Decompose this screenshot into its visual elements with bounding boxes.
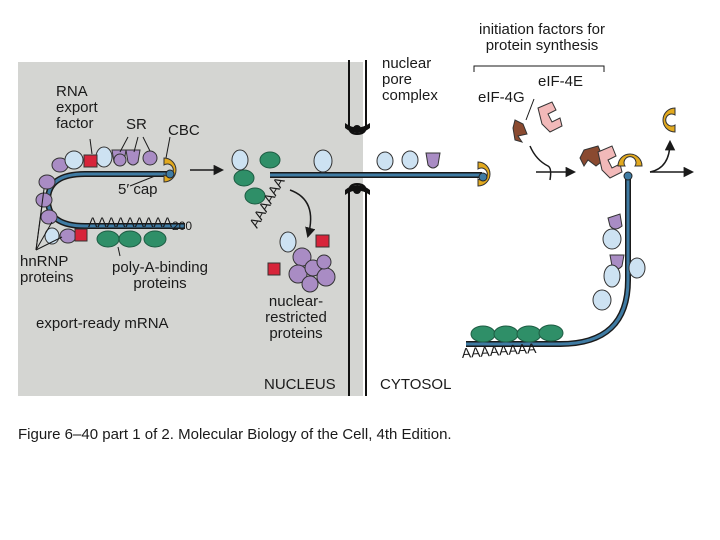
cbc-released <box>662 107 676 133</box>
sr-label: SR <box>126 116 147 133</box>
eif-4e <box>537 101 563 133</box>
poly-a-binding-protein <box>96 230 167 248</box>
eif-4e <box>597 145 623 179</box>
nuclear-pore-complex <box>345 123 370 195</box>
poly-a-binding-protein <box>470 324 564 343</box>
label-leaders <box>35 136 171 257</box>
nuclear-restricted-proteins-label: nuclear- restricted proteins <box>265 293 327 342</box>
poly-a-tail-cytosol: AAAAAAAA <box>461 340 537 361</box>
poly-a-tail-label: AAAAAAAAA200 <box>88 214 193 233</box>
hnrnp-protein <box>607 213 623 230</box>
poly-a-binding-protein <box>233 151 281 205</box>
cytosolic-mrna <box>466 145 646 347</box>
rna-export-factor <box>83 154 98 168</box>
hnrnp-protein <box>425 152 441 169</box>
light-protein <box>231 149 419 173</box>
five-prime-cap <box>478 172 488 182</box>
nuclear-restricted-proteins <box>267 231 336 293</box>
nucleus-label: NUCLEUS <box>264 376 336 393</box>
five-prime-cap-label: 5′ cap <box>118 181 158 198</box>
mrna-in-transit <box>231 149 491 239</box>
hnrnp-protein <box>35 157 77 244</box>
export-ready-mrna <box>35 146 185 248</box>
eif-4g <box>579 145 605 167</box>
initiation-factors-label: initiation factors for protein synthesis <box>479 21 605 54</box>
binding-arrow <box>529 145 552 181</box>
rna-export-factor <box>74 228 88 242</box>
hnrnp-proteins-label: hnRNP proteins <box>20 253 74 286</box>
sr-protein <box>111 149 158 167</box>
five-prime-cap <box>623 171 633 181</box>
nuclear-pore-complex-label: nuclear pore complex <box>382 55 438 104</box>
initiation-factors-bracket <box>473 65 605 72</box>
poly-a-count: 200 <box>172 219 193 233</box>
poly-a-binding-proteins-label: poly-A-binding proteins <box>112 259 208 292</box>
release-arrow <box>289 189 316 239</box>
light-protein <box>592 228 646 311</box>
cytosol-label: CYTOSOL <box>380 376 452 393</box>
rna-export-factor-label: RNA export factor <box>56 83 98 132</box>
cbc-label: CBC <box>168 122 200 139</box>
figure-caption: Figure 6–40 part 1 of 2. Molecular Biolo… <box>18 426 452 443</box>
eif-4g <box>512 119 528 143</box>
export-ready-mrna-label: export-ready mRNA <box>36 315 169 332</box>
release-arrow <box>649 139 676 173</box>
eif-4g-label: eIF-4G <box>478 89 525 106</box>
five-prime-cap <box>165 169 175 179</box>
cbc-cap-binding-complex <box>617 153 643 167</box>
eif-4e-label: eIF-4E <box>538 73 584 90</box>
